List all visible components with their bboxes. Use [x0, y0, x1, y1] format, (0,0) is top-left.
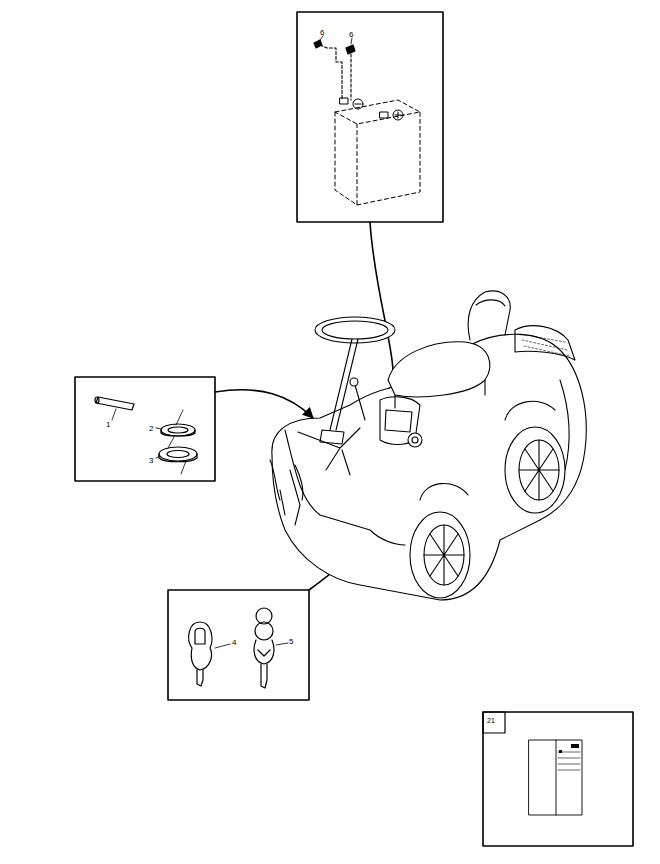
callout-number: 4	[232, 638, 236, 647]
key	[189, 622, 230, 686]
callout-number: 5	[289, 637, 293, 646]
callout-number: 6	[349, 30, 353, 39]
callout-number: 6	[320, 28, 324, 37]
inset-frame	[168, 590, 309, 700]
inset-frame	[75, 377, 215, 481]
callout-number: 1	[106, 420, 110, 429]
callout-arrow	[370, 222, 394, 398]
washers	[156, 410, 197, 474]
item-number: 21	[487, 716, 495, 725]
ride-on-vehicle	[270, 291, 586, 600]
item-number-box	[483, 712, 505, 733]
callout-number: 3	[149, 456, 153, 465]
battery	[335, 100, 420, 205]
manual	[529, 740, 582, 815]
inset-frame	[297, 12, 443, 222]
battery-terminals	[340, 98, 403, 120]
callout-number: 2	[149, 424, 153, 433]
callout-arrow	[215, 390, 313, 418]
inset-frame	[483, 712, 633, 846]
bolt-and-nut	[314, 36, 355, 100]
pin	[95, 397, 134, 420]
key	[254, 608, 288, 688]
